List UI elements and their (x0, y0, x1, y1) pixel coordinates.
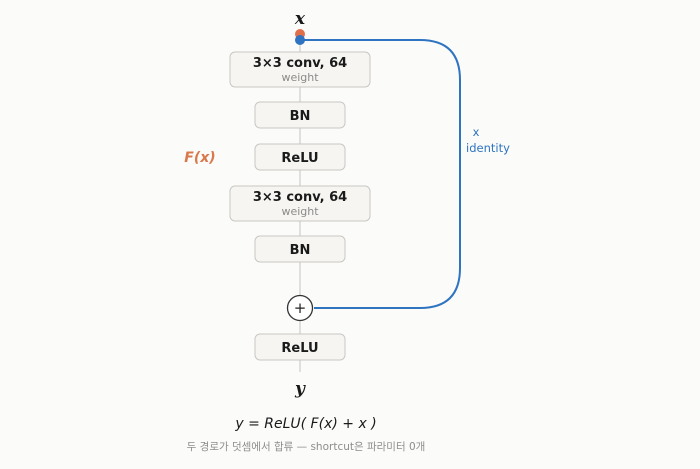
layer-conv1-sublabel: weight (281, 71, 319, 84)
caption: 두 경로가 덧셈에서 합류 — shortcut은 파라미터 0개 (187, 440, 426, 453)
layer-relu1-label: ReLU (281, 151, 318, 166)
layer-relu-final: ReLU (254, 333, 346, 361)
layer-conv1: 3×3 conv, 64 weight (229, 51, 371, 88)
layer-bn2: BN (254, 235, 346, 263)
layer-relu-final-label: ReLU (281, 341, 318, 356)
sum-symbol: + (294, 299, 307, 317)
layer-conv2-sublabel: weight (281, 205, 319, 218)
layer-bn1-label: BN (290, 109, 311, 124)
layer-conv2-label: 3×3 conv, 64 (253, 190, 347, 205)
layer-conv1-label: 3×3 conv, 64 (253, 56, 347, 71)
input-label: x (294, 9, 306, 29)
sum-node: + (286, 294, 314, 322)
layer-bn2-label: BN (290, 243, 311, 258)
shortcut-sublabel: identity (466, 141, 510, 155)
layer-bn1: BN (254, 101, 346, 129)
layer-conv2: 3×3 conv, 64 weight (229, 185, 371, 222)
shortcut-label: x (473, 125, 480, 139)
equation: y = ReLU( F(x) + x ) (234, 416, 376, 432)
shortcut-path (303, 39, 461, 309)
residual-label: F(x) (184, 150, 215, 166)
output-label: y (294, 379, 306, 399)
shortcut-branch-node (295, 35, 305, 45)
layer-relu1: ReLU (254, 143, 346, 171)
